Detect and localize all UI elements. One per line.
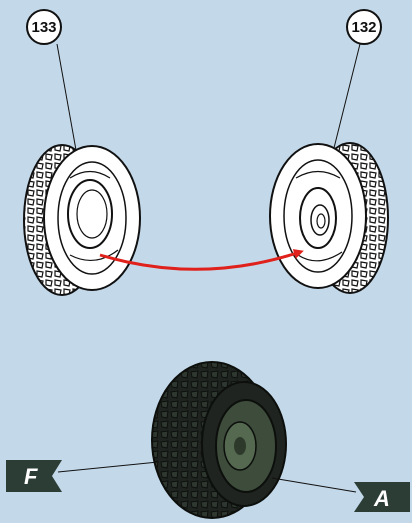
part-number-right: 132 [351,19,376,36]
assembled-wheel [152,362,286,518]
left-wheel-half [24,145,140,295]
flag-f-marker: F [6,460,62,492]
flag-f-leader [58,462,158,472]
flag-a-marker: A [354,482,410,512]
part-number-left: 133 [31,19,56,36]
right-wheel-half [270,143,388,293]
left-leader-line [57,44,76,150]
right-leader-line [334,44,360,148]
flag-f-label: F [24,464,38,489]
part-number-callout-right: 132 [347,10,381,44]
part-number-callout-left: 133 [27,10,61,44]
flag-a-label: A [373,486,390,511]
flag-a-leader [272,478,356,492]
